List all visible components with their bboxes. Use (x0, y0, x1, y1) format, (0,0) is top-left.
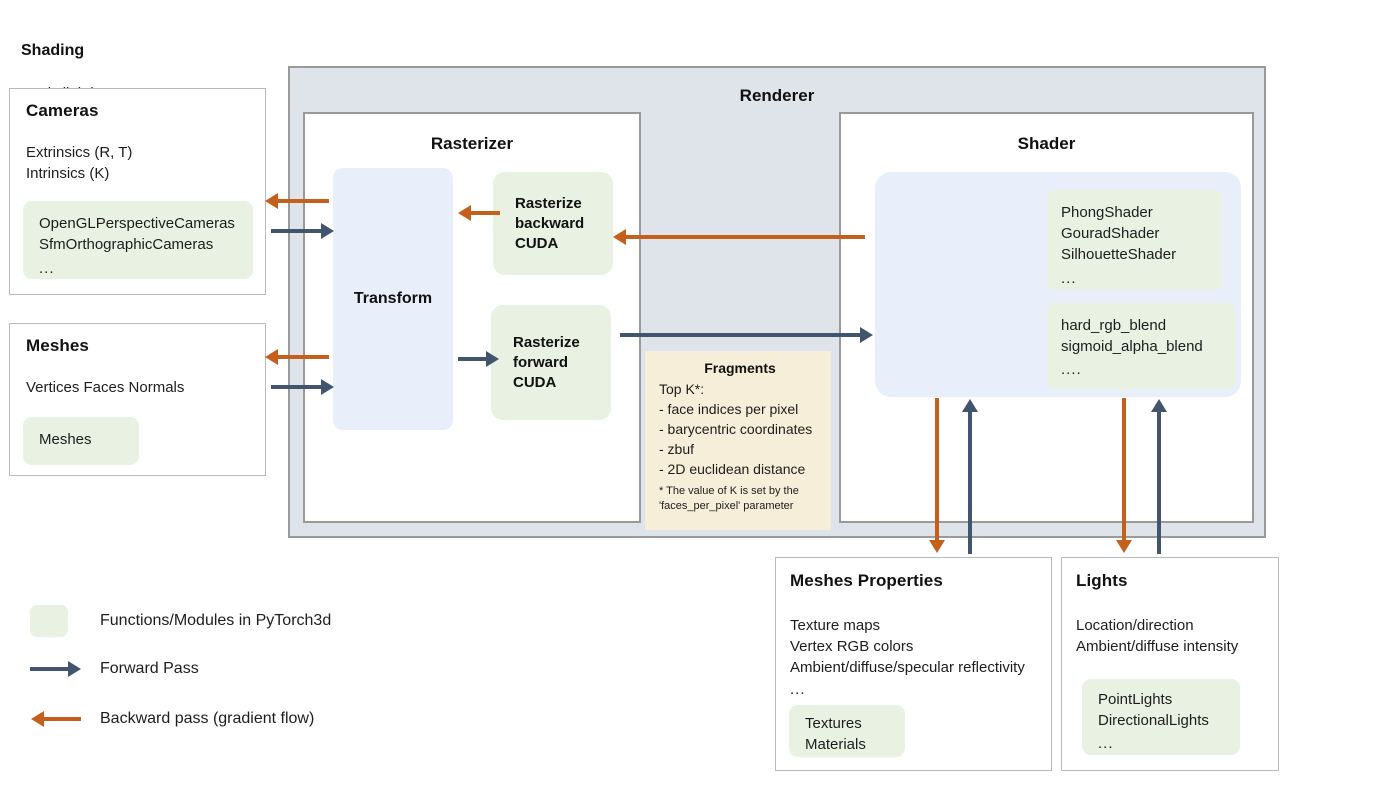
lights-title: Lights (1076, 571, 1128, 590)
mesh-properties-card: Meshes Properties Texture maps Vertex RG… (775, 557, 1052, 771)
fragments-footnote-l1: * The value of K is set by the (659, 485, 799, 497)
meshes-card: Meshes Vertices Faces Normals Meshes (9, 323, 266, 476)
cameras-line: Extrinsics (R, T) (26, 144, 133, 161)
lights-line: Ambient/diffuse intensity (1076, 638, 1239, 655)
mesh-properties-title: Meshes Properties (790, 571, 943, 590)
shader-title: Shader (1017, 134, 1076, 153)
transform-box: Transform (333, 168, 453, 430)
legend-item-forward: Forward Pass (30, 660, 199, 678)
shader-impl-item: SilhouetteShader (1061, 246, 1177, 263)
fragments-footnote: * The value of K is set by the 'faces_pe… (659, 484, 823, 514)
cameras-chip-item: SfmOrthographicCameras (39, 236, 214, 253)
mesh-properties-line: Ambient/diffuse/specular reflectivity (790, 659, 1025, 676)
shader-impl-ellipsis: ... (1061, 270, 1077, 287)
legend: Functions/Modules in PyTorch3d Forward P… (30, 600, 450, 750)
blend-fn-item: sigmoid_alpha_blend (1061, 338, 1203, 355)
cameras-chip-item: OpenGLPerspectiveCameras (39, 215, 235, 232)
shader-implementations-chip: PhongShader GouradShader SilhouetteShade… (1047, 190, 1222, 290)
fragments-box: Fragments Top K*: - face indices per pix… (645, 351, 831, 530)
legend-item-backward: Backward pass (gradient flow) (30, 710, 314, 728)
lights-chip-ellipsis: ... (1098, 735, 1114, 752)
meshes-chip: Meshes (23, 417, 139, 465)
mesh-properties-line: Texture maps (790, 617, 881, 634)
blend-fn-item: hard_rgb_blend (1061, 317, 1167, 334)
fragments-footnote-l2: 'faces_per_pixel' parameter (659, 500, 794, 512)
lights-card: Lights Location/direction Ambient/diffus… (1061, 557, 1279, 771)
cameras-title: Cameras (26, 101, 99, 120)
mesh-properties-chip-item: Materials (805, 736, 866, 753)
legend-forward-label: Forward Pass (100, 660, 199, 677)
meshes-chip-item: Meshes (39, 431, 92, 448)
lights-line: Location/direction (1076, 617, 1194, 634)
meshes-title: Meshes (26, 336, 89, 355)
lights-chip-item: PointLights (1098, 691, 1173, 708)
legend-module-swatch (30, 605, 68, 637)
fragments-line: - face indices per pixel (659, 401, 799, 417)
fragments-line: Top K*: (659, 381, 705, 397)
cameras-chip-ellipsis: ... (39, 260, 55, 277)
mesh-properties-ellipsis: ... (790, 681, 806, 698)
cameras-card: Cameras Extrinsics (R, T) Intrinsics (K)… (9, 88, 266, 295)
fragments-line: - 2D euclidean distance (659, 461, 806, 477)
fragments-title: Fragments (704, 360, 776, 376)
fragments-line: - zbuf (659, 441, 695, 457)
shader-impl-item: GouradShader (1061, 225, 1160, 242)
legend-module-label: Functions/Modules in PyTorch3d (100, 612, 332, 629)
shading-title: Shading (21, 42, 85, 59)
legend-backward-label: Backward pass (gradient flow) (100, 710, 315, 727)
backward-arrow-icon (30, 711, 82, 727)
fragments-line: - barycentric coordinates (659, 421, 813, 437)
forward-arrow-icon (30, 661, 82, 677)
transform-label: Transform (353, 290, 433, 307)
lights-chip-item: DirectionalLights (1098, 712, 1209, 729)
mesh-properties-line: Vertex RGB colors (790, 638, 914, 655)
meshes-line: Vertices Faces Normals (26, 379, 185, 396)
mesh-properties-chip-item: Textures (805, 715, 862, 732)
cameras-chip: OpenGLPerspectiveCameras SfmOrthographic… (23, 201, 253, 279)
renderer-title: Renderer (739, 86, 815, 105)
rasterizer-title: Rasterizer (430, 134, 514, 153)
mesh-properties-chip: Textures Materials (789, 705, 905, 757)
blend-fn-ellipsis: .... (1061, 361, 1082, 378)
lights-chip: PointLights DirectionalLights ... (1082, 679, 1240, 755)
cameras-line: Intrinsics (K) (26, 165, 110, 182)
blend-functions-chip: hard_rgb_blend sigmoid_alpha_blend .... (1047, 303, 1236, 389)
legend-item-module: Functions/Modules in PyTorch3d (30, 605, 331, 637)
shader-impl-item: PhongShader (1061, 204, 1153, 221)
